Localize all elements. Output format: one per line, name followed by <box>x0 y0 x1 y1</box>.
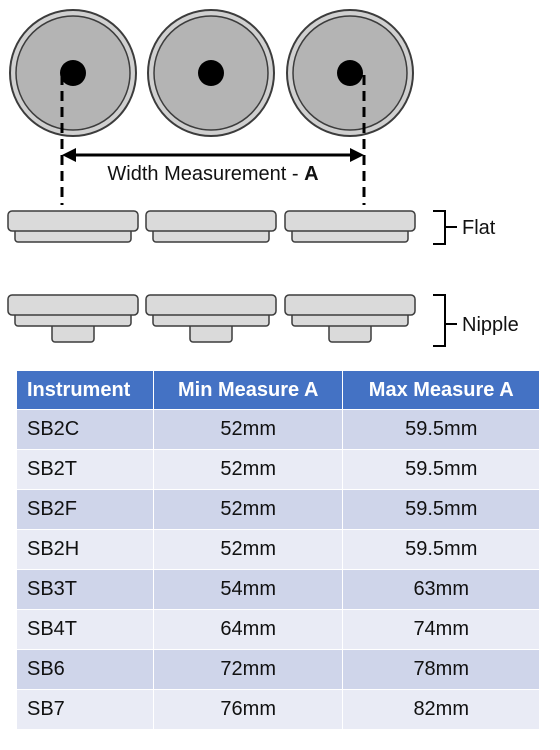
table-row: SB2H 52mm 59.5mm <box>16 529 540 570</box>
table-row: SB3T 54mm 63mm <box>16 569 540 610</box>
instrument-cell: SB3T <box>16 569 154 610</box>
min-cell: 52mm <box>152 409 344 450</box>
instrument-cell: SB2F <box>16 489 154 530</box>
max-cell: 59.5mm <box>342 489 540 530</box>
max-cell: 59.5mm <box>342 529 540 570</box>
instrument-cell: SB2T <box>16 449 154 490</box>
disc-middle <box>147 9 275 137</box>
min-cell: 76mm <box>152 689 344 730</box>
flat-pads <box>7 210 416 243</box>
instrument-cell: SB2H <box>16 529 154 570</box>
min-cell: 64mm <box>152 609 344 650</box>
disc-center-dot <box>198 60 224 86</box>
min-cell: 52mm <box>152 489 344 530</box>
table-row: SB2C 52mm 59.5mm <box>16 409 540 450</box>
width-measurement-arrow <box>62 148 364 162</box>
nipple-pads <box>7 294 416 343</box>
min-cell: 52mm <box>152 529 344 570</box>
min-cell: 72mm <box>152 649 344 690</box>
instrument-cell: SB6 <box>16 649 154 690</box>
width-measurement-label: Width Measurement - A <box>107 163 318 185</box>
instrument-cell: SB2C <box>16 409 154 450</box>
table-row: SB2T 52mm 59.5mm <box>16 449 540 490</box>
max-cell: 63mm <box>342 569 540 610</box>
disc-left <box>9 9 137 137</box>
disc-right <box>286 9 414 137</box>
table-row: SB7 76mm 82mm <box>16 689 540 730</box>
disc-center-dot <box>60 60 86 86</box>
flat-bracket <box>433 210 457 245</box>
table-row: SB4T 64mm 74mm <box>16 609 540 650</box>
max-cell: 78mm <box>342 649 540 690</box>
max-cell: 74mm <box>342 609 540 650</box>
table-row: SB6 72mm 78mm <box>16 649 540 690</box>
header-instrument: Instrument <box>16 370 154 410</box>
table-header-row: Instrument Min Measure A Max Measure A <box>16 370 540 410</box>
nipple-label: Nipple <box>462 314 519 336</box>
max-cell: 59.5mm <box>342 449 540 490</box>
instrument-cell: SB7 <box>16 689 154 730</box>
disc-center-dot <box>337 60 363 86</box>
min-cell: 52mm <box>152 449 344 490</box>
measurement-table: Instrument Min Measure A Max Measure A S… <box>16 370 540 730</box>
table-row: SB2F 52mm 59.5mm <box>16 489 540 530</box>
header-max-measure: Max Measure A <box>342 370 540 410</box>
header-min-measure: Min Measure A <box>152 370 344 410</box>
max-cell: 82mm <box>342 689 540 730</box>
max-cell: 59.5mm <box>342 409 540 450</box>
nipple-bracket <box>433 294 457 347</box>
pad-diagram: Width Measurement - A Flat Nipple <box>7 9 519 347</box>
min-cell: 54mm <box>152 569 344 610</box>
instrument-cell: SB4T <box>16 609 154 650</box>
flat-label: Flat <box>462 217 496 239</box>
